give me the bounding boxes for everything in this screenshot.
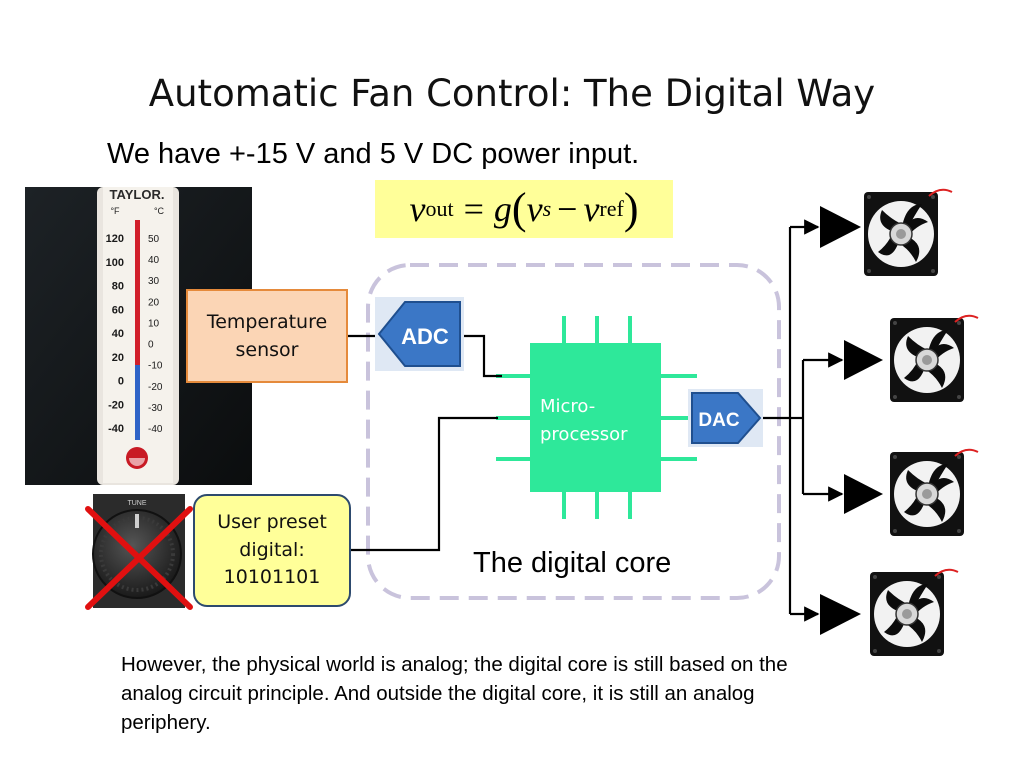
thermometer-f-tick: 0 [118,376,124,388]
thermometer-c-tick: -40 [148,424,163,435]
eq-g: g [493,189,512,229]
eq-v-ref: v [583,189,600,229]
thermometer-c-tick: 40 [148,255,160,266]
thermometer-f-tick: -40 [108,423,124,435]
thermometer-f-tick: 80 [112,281,124,293]
signal-wires [348,227,805,614]
adc-converter: ADC [375,297,464,371]
amplifier-icons [820,206,883,635]
eq-v-out: v [409,189,426,229]
thermometer-f-tick: 60 [112,304,124,316]
thermometer-c-tick: 10 [148,318,160,329]
user-preset-value: 10101101 [223,566,321,589]
eq-open-paren: ( [511,184,527,234]
slide-title: Automatic Fan Control: The Digital Way [148,72,876,115]
thermometer-c-tick: -30 [148,403,163,414]
eq-close-paren: ) [623,184,639,234]
thermometer-f-tick: 120 [106,233,124,245]
digital-core-label: The digital core [473,547,672,579]
thermometer-ticks: 120100806040200-20-4050403020100-10-20-3… [106,233,163,435]
fan-icon [889,317,965,403]
microprocessor-chip [530,343,661,492]
thermometer-c-tick: 50 [148,234,160,245]
thermometer-c-tick: 0 [148,340,154,351]
adc-label: ADC [401,324,449,349]
thermometer-brand: TAYLOR. [110,187,165,202]
temperature-sensor-box: Temperature sensor [186,289,348,383]
digital-core-border [366,263,781,600]
thermometer-c-unit: °C [154,206,165,216]
thermometer-f-unit: °F [110,206,120,216]
eq-v-s: v [526,189,543,229]
thermometer-c-tick: -20 [148,382,163,393]
user-preset-line1: User preset [217,511,327,534]
microprocessor-pins [496,316,697,519]
eq-s-sub: s [542,196,552,221]
fan-wires [928,188,979,577]
thermometer-f-tick: 40 [112,328,124,340]
fan-icon [889,451,965,537]
fan-icon [863,191,939,277]
thermometer-f-tick: 20 [112,352,124,364]
eq-out-sub: out [425,196,454,221]
eq-minus: − [557,189,578,229]
temperature-sensor-line2: sensor [235,339,299,361]
thermometer-c-tick: 30 [148,276,160,287]
microprocessor-label-line2: processor [540,423,628,445]
fan-arrows [790,219,844,622]
thermometer-c-tick: 20 [148,297,160,308]
dac-label: DAC [698,410,739,431]
thermometer-f-tick: 100 [106,257,124,269]
thermometer-c-tick: -10 [148,361,163,372]
power-input-note: We have +-15 V and 5 V DC power input. [107,138,640,170]
fan-icon [869,571,945,657]
microprocessor-label: Micro- processor [540,393,628,449]
thermometer-photo: TAYLOR. °F °C 120100806040200-20-4050403… [25,187,252,485]
footer-note: However, the physical world is analog; t… [121,653,788,735]
dac-converter: DAC [688,389,763,447]
microprocessor-label-line1: Micro- [540,396,596,417]
eq-ref-sub: ref [599,196,624,221]
user-preset-line2: digital: [239,538,305,561]
knob-tune-label: TUNE [127,500,146,507]
temperature-sensor-line1: Temperature [206,310,328,333]
user-preset-box: User preset digital: 10101101 [193,494,351,607]
disabled-cross-icon [85,506,193,610]
thermometer-f-tick: -20 [108,399,124,411]
eq-equals: = [463,189,484,229]
